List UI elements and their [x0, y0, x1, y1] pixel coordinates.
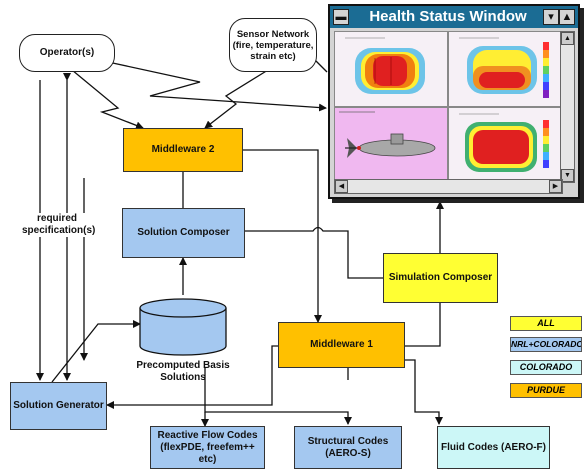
simulation-composer-node: Simulation Composer [383, 253, 498, 303]
legend-all: ALL [510, 316, 582, 331]
window-content-area [334, 31, 563, 183]
middleware-1-node: Middleware 1 [278, 322, 405, 368]
precomputed-label: Precomputed Basis Solutions [136, 360, 230, 383]
required-spec-label: required specification(s) [22, 213, 96, 237]
scroll-left-button[interactable]: ◀ [335, 180, 348, 193]
status-plot-1 [335, 32, 447, 106]
fluid-codes-node: Fluid Codes (AERO-F) [437, 426, 550, 469]
structural-codes-node: Structural Codes (AERO-S) [294, 426, 402, 469]
operator-node: Operator(s) [19, 34, 115, 72]
mw1-fluid-link [405, 359, 443, 425]
status-plot-2 [449, 32, 561, 106]
pressure-plot-icon [459, 113, 549, 172]
horizontal-scrollbar[interactable]: ◀ ▶ [334, 179, 563, 194]
scroll-down-button[interactable]: ▼ [561, 169, 574, 182]
window-titlebar: ▬ Health Status Window ▾ ▲ [330, 6, 578, 28]
sensor-mw2-link [204, 69, 269, 129]
sensor-health-link [314, 59, 328, 73]
submarine-icon [339, 111, 436, 158]
legend-colorado: COLORADO [510, 360, 582, 375]
plot-divider-h [335, 106, 562, 108]
sensor-network-node: Sensor Network (fire, temperature, strai… [229, 18, 317, 72]
mw1-gen-link [106, 342, 285, 409]
status-plot-4 [449, 108, 561, 182]
temperature-plot-icon [345, 37, 425, 94]
window-menu-button[interactable]: ▬ [333, 9, 349, 25]
status-plot-3 [335, 108, 447, 182]
window-restore-button[interactable]: ▾ [543, 9, 559, 25]
operator-mw2-link [71, 69, 144, 130]
solution-generator-node: Solution Generator [10, 382, 107, 430]
health-status-window: ▬ Health Status Window ▾ ▲ [328, 4, 580, 199]
composer-sim-link [238, 226, 383, 279]
window-title: Health Status Window [369, 8, 527, 25]
legend-nrl-colorado: NRL+COLORADO [510, 337, 582, 352]
mw2-mw1-link [236, 146, 322, 323]
solution-composer-node: Solution Composer [122, 208, 245, 258]
mw1-codes-bus [204, 368, 352, 425]
database-cylinder-icon [139, 298, 227, 356]
scroll-right-button[interactable]: ▶ [549, 180, 562, 193]
reactive-flow-node: Reactive Flow Codes (flexPDE, freefem++ … [150, 426, 265, 469]
legend-purdue: PURDUE [510, 383, 582, 398]
vertical-scrollbar[interactable]: ▲ ▼ [560, 31, 575, 183]
operator-health-link [100, 56, 327, 112]
sim-mw1-link [405, 303, 441, 347]
middleware-2-node: Middleware 2 [123, 128, 243, 172]
strain-plot-icon [459, 37, 549, 98]
scroll-up-button[interactable]: ▲ [561, 32, 574, 45]
gen-db-link [51, 320, 141, 383]
window-maximize-button[interactable]: ▲ [559, 9, 575, 25]
